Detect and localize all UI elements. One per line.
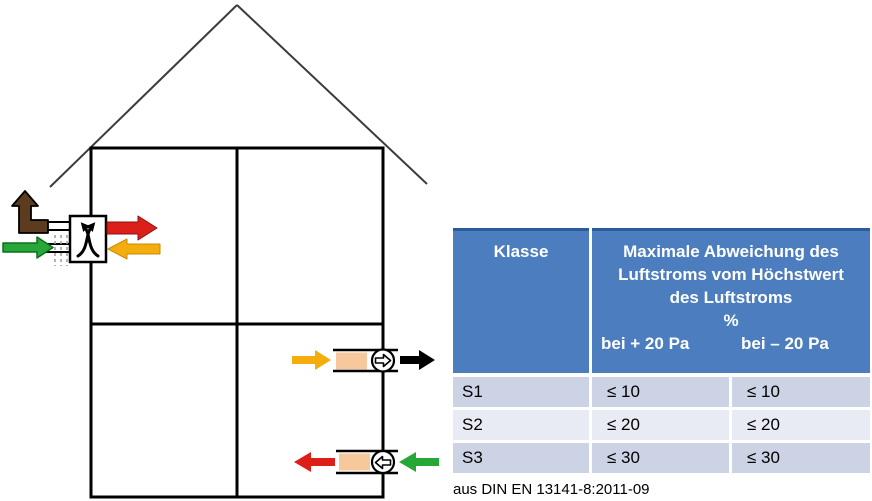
supply-air-arrow-red [106,215,158,241]
vent-filter-block [336,352,367,370]
heat-exchanger-unit [2,190,161,266]
lower-wall-vent [294,449,439,475]
header-title-line: Luftstroms vom Höchstwert [618,265,844,284]
deviation-minus-cell: ≤ 10 [732,377,870,407]
table-row-s1: S1 ≤ 10 ≤ 10 [453,377,870,407]
cross-flow-heat-exchanger-icon [76,222,100,258]
class-cell: S3 [453,443,589,473]
header-subcolumns: bei + 20 Pa bei – 20 Pa [592,332,870,355]
deviation-plus-cell: ≤ 10 [592,377,729,407]
vent-in-arrow-green [399,452,439,472]
deviation-plus-cell: ≤ 20 [592,410,729,440]
duct-hatch-lines [54,235,68,266]
return-air-arrow-yellow [107,238,161,260]
header-unit-percent: % [723,311,739,330]
table-header-row: Klasse Maximale Abweichung des Luftstrom… [453,228,870,373]
damper-arrow-right-icon [374,353,392,368]
source-caption: aus DIN EN 13141-8:2011-09 [453,481,650,498]
house-ventilation-diagram [2,4,439,499]
air-flow-deviation-table: Klasse Maximale Abweichung des Luftstrom… [453,228,870,473]
vent-filter-block [339,453,370,471]
class-cell: S2 [453,410,589,440]
header-sub-plus20pa: bei + 20 Pa [601,334,690,353]
header-title-line: Maximale Abweichung des [623,242,839,261]
deviation-minus-cell: ≤ 30 [732,443,870,473]
vent-out-arrow-red [294,452,335,472]
table-row-s2: S2 ≤ 20 ≤ 20 [453,410,870,440]
header-cell-klasse: Klasse [453,228,589,373]
class-cell: S1 [453,377,589,407]
deviation-plus-cell: ≤ 30 [592,443,729,473]
roof-lines [49,4,428,188]
vent-in-arrow-yellow [292,350,331,370]
deviation-minus-cell: ≤ 20 [732,410,870,440]
damper-arrow-left-icon [374,455,392,470]
house-outline [89,146,385,499]
exhaust-outside-arrow-brown [11,190,49,234]
header-title-line: des Luftstroms [669,288,793,307]
fresh-air-inlet-arrow-green [2,236,54,259]
header-sub-minus20pa: bei – 20 Pa [741,334,829,353]
upper-wall-vent [292,348,435,373]
vent-out-arrow-black [400,350,435,370]
table-row-s3: S3 ≤ 30 ≤ 30 [453,443,870,473]
header-cell-deviation: Maximale Abweichung des Luftstroms vom H… [592,228,870,373]
